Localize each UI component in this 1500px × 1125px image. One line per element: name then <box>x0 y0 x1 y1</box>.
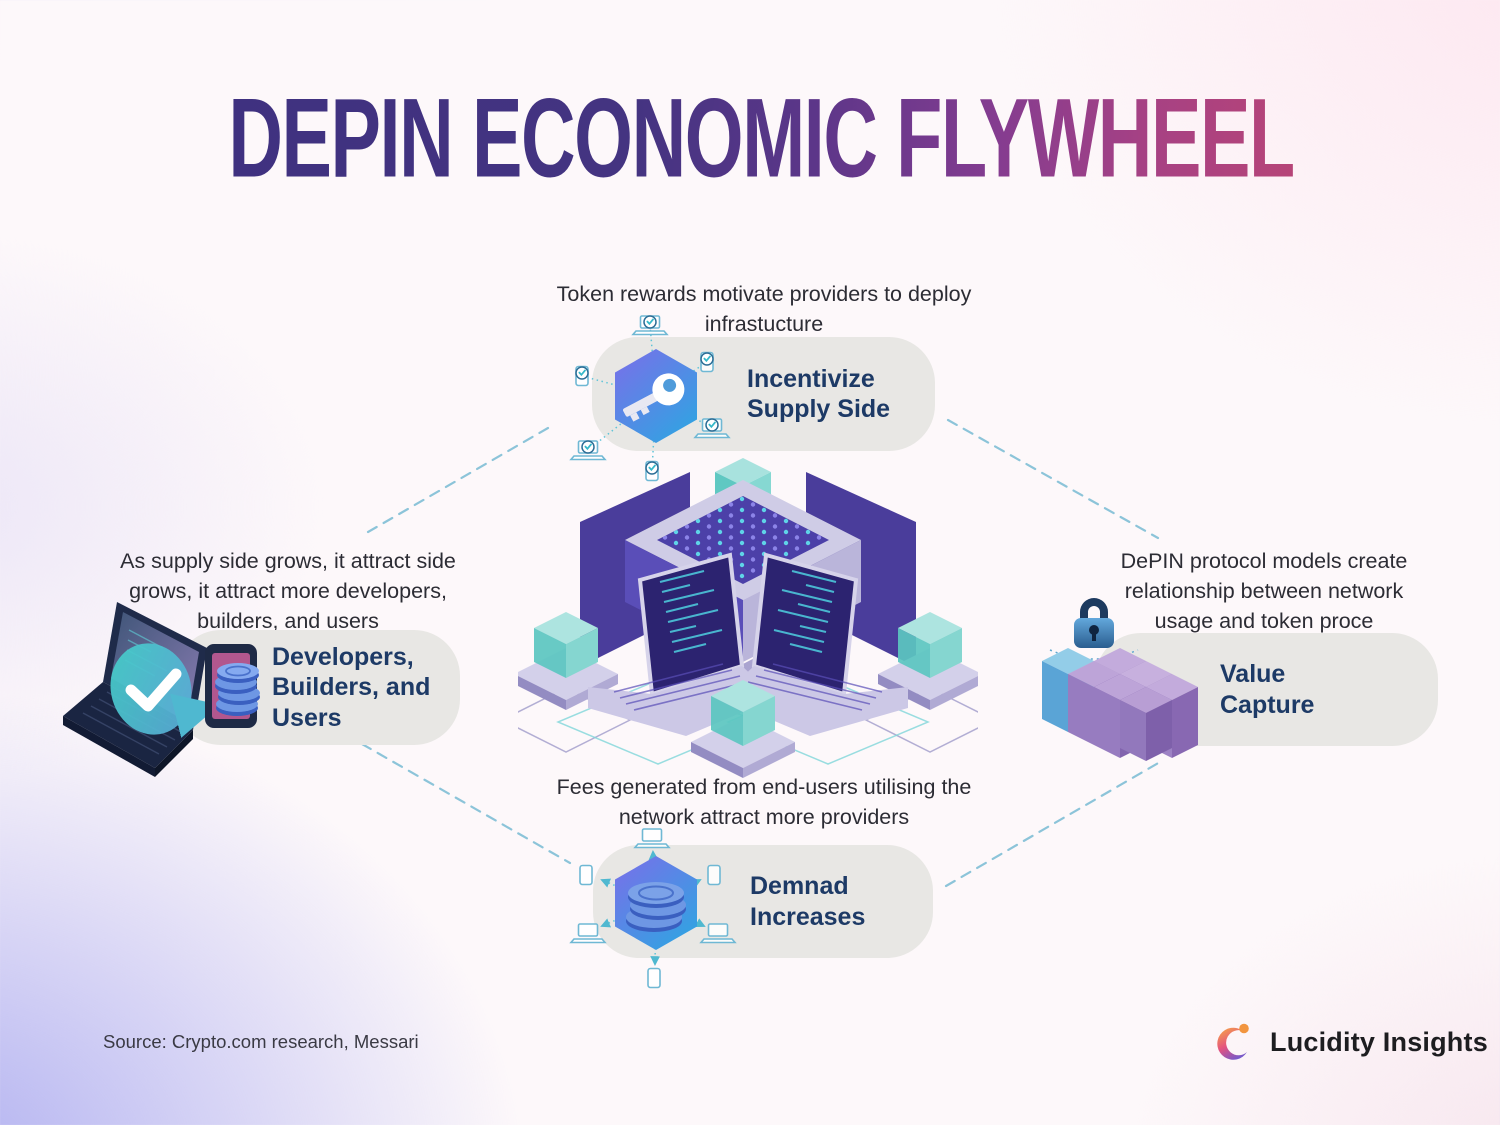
caption-bottom: Fees generated from end-users utilising … <box>556 775 972 830</box>
cube-cluster <box>1042 648 1198 761</box>
connector-top-to-right <box>946 418 1160 540</box>
coins-hexagon-icon <box>570 828 736 989</box>
brand-lockup: Lucidity Insights <box>1213 1018 1488 1066</box>
teal-cube-right <box>864 612 978 753</box>
lucidity-logo-icon <box>1217 1023 1249 1060</box>
network-server-illustration <box>518 458 978 778</box>
laptop-check-phone-icon <box>63 602 260 777</box>
laptop-left <box>588 552 776 736</box>
caption-top: Token rewards motivate providers to depl… <box>556 282 972 337</box>
lock-glyph <box>1049 598 1139 660</box>
node-label-bottom: Demnad Increases <box>750 872 866 931</box>
phone-coins-glyph <box>205 644 260 728</box>
key-hexagon-icon <box>570 315 730 482</box>
node-label-left: Developers, Builders, and Users <box>272 642 431 732</box>
key-glyph <box>623 373 685 422</box>
page-title: DEPIN ECONOMIC FLYWHEEL <box>228 74 1295 201</box>
header: DEPIN ECONOMIC FLYWHEEL <box>0 81 1500 193</box>
brand-name: Lucidity Insights <box>1270 1026 1488 1057</box>
teal-cube-left <box>518 612 632 753</box>
cubes-lock-icon <box>1042 598 1198 761</box>
connector-bottom-to-right <box>944 760 1162 888</box>
teal-cube-bottom <box>691 680 795 778</box>
coin-stack-glyph <box>626 882 686 932</box>
caption-left: As supply side grows, it attract side gr… <box>120 549 456 634</box>
source-text: Source: Crypto.com research, Messari <box>103 1031 419 1052</box>
node-label-top: Incentivize Supply Side <box>747 364 891 424</box>
laptop-right <box>720 552 908 736</box>
node-label-right: Value Capture <box>1220 660 1315 719</box>
caption-right: DePIN protocol models create relationshi… <box>1120 549 1408 634</box>
